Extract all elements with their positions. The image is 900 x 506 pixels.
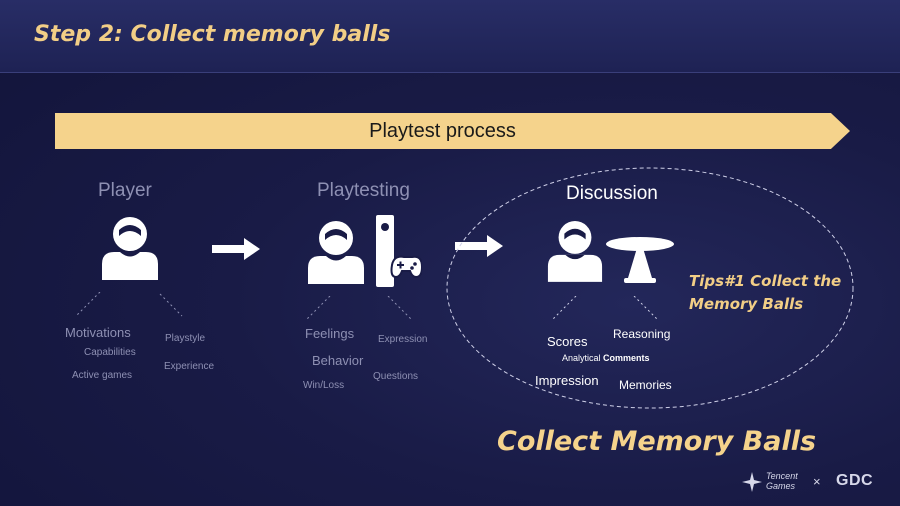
tips-callout: Tips#1 Collect the Memory Balls (689, 270, 841, 316)
playtesting-connector-lines (305, 296, 413, 321)
discussion-tag-comments: Comments (603, 353, 650, 363)
round-table-icon (606, 237, 674, 283)
discussion-tag-scores: Scores (547, 334, 588, 349)
process-label: Playtest process (369, 120, 516, 142)
tips-line-2: Memory Balls (689, 295, 804, 313)
tencent-games-wordmark: Tencent Games (766, 471, 798, 491)
game-console-icon (376, 215, 422, 287)
player-person-icon (102, 217, 158, 280)
brand-line-1: Tencent (766, 471, 798, 481)
discussion-tag-analytical-comments: Analytical Comments (562, 353, 650, 363)
tester-person-icon (308, 221, 364, 284)
playtesting-title: Playtesting (317, 180, 410, 201)
player-connector-lines (75, 292, 183, 317)
discussion-tag-impression: Impression (535, 373, 599, 388)
header-bar: Step 2: Collect memory balls (0, 0, 900, 73)
gdc-logo: GDC (836, 472, 874, 489)
player-tag-motivations: Motivations (65, 325, 131, 340)
player-tag-capabilities: Capabilities (84, 347, 136, 358)
player-tag-experience: Experience (164, 361, 215, 372)
tencent-games-logo-icon (742, 472, 762, 492)
arrow-right-icon (455, 235, 503, 257)
playtesting-tag-feelings: Feelings (305, 326, 355, 341)
discussion-person-icon (547, 221, 603, 282)
tips-line-1: Tips#1 Collect the (689, 272, 842, 290)
player-tag-playstyle: Playstyle (165, 333, 206, 344)
discussion-tag-analytical: Analytical (562, 353, 601, 363)
player-title: Player (98, 180, 152, 201)
player-tag-active-games: Active games (72, 370, 133, 381)
discussion-title: Discussion (566, 183, 658, 204)
playtesting-tag-questions: Questions (373, 371, 419, 382)
process-arrow-bar: Playtest process (55, 113, 850, 149)
discussion-dashed-ellipse (446, 167, 854, 409)
brand-line-2: Games (766, 481, 796, 491)
collect-memory-balls-heading: Collect Memory Balls (497, 426, 817, 457)
discussion-connector-lines (551, 296, 659, 321)
discussion-tag-memories: Memories (619, 378, 672, 392)
playtesting-tag-winloss: Win/Loss (303, 380, 345, 391)
slide-title: Step 2: Collect memory balls (34, 22, 391, 47)
discussion-tag-reasoning: Reasoning (613, 327, 671, 341)
playtesting-tag-behavior: Behavior (312, 353, 364, 368)
playtesting-tag-expression: Expression (378, 334, 428, 345)
arrow-right-icon (212, 238, 260, 260)
footer-separator: × (813, 474, 821, 489)
